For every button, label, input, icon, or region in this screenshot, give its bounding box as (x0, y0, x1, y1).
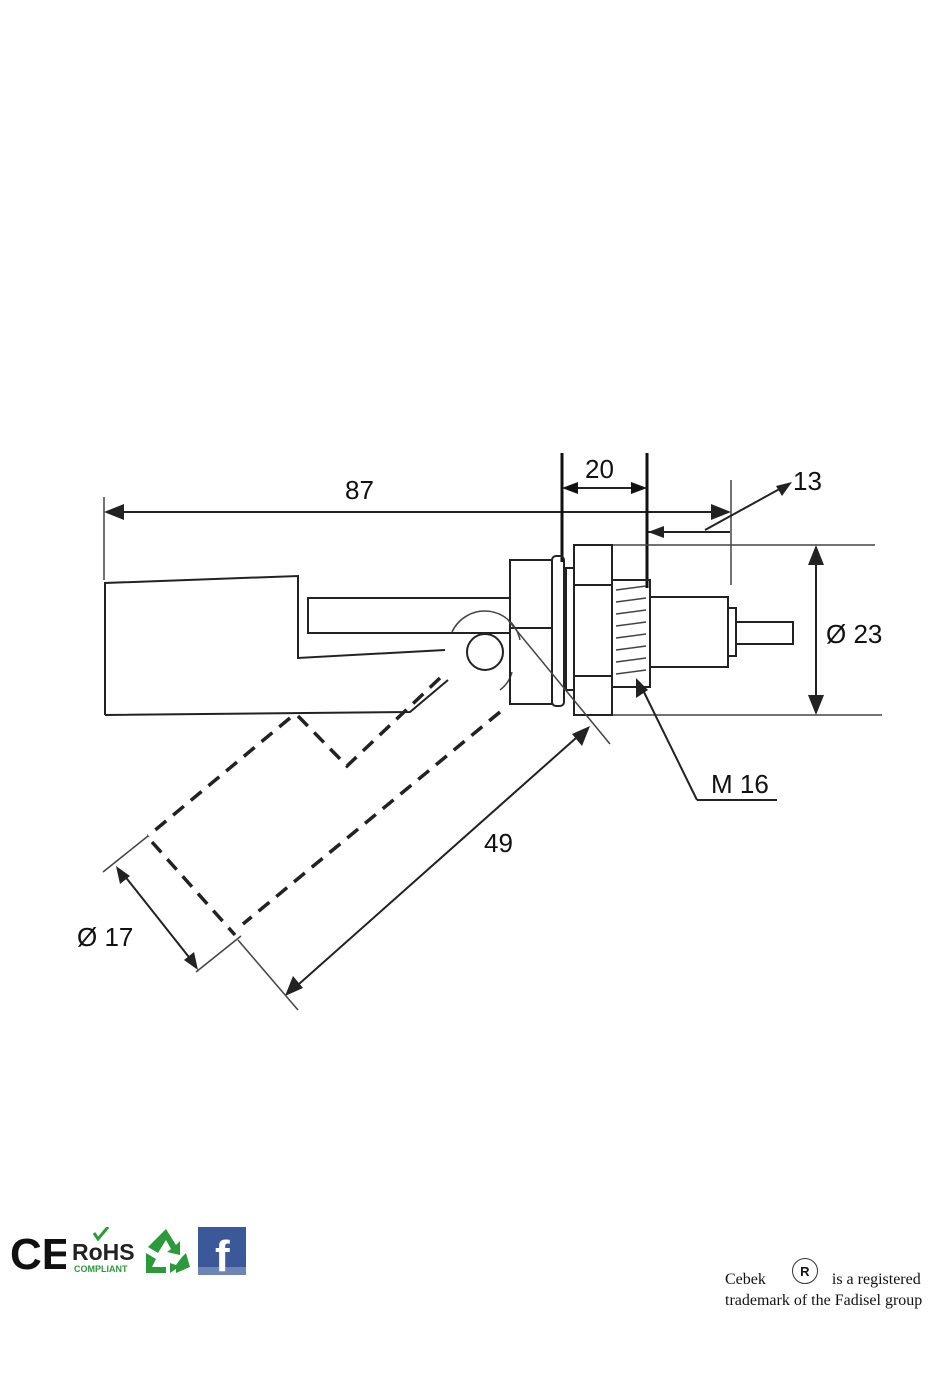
dimension-13-label: 13 (793, 466, 822, 496)
dimension-20-label: 20 (585, 454, 614, 484)
dimension-diameter-17-label: Ø 17 (77, 922, 133, 952)
dimension-diameter-17: Ø 17 (77, 836, 241, 972)
svg-text:CE: CE (10, 1230, 66, 1275)
trademark-note: Cebek R is a registered trademark of the… (725, 1258, 950, 1311)
trademark-line1: is a registered (832, 1269, 921, 1290)
rohs-compliant-icon: RoHS COMPLIANT (72, 1227, 134, 1275)
dimension-13: 13 (648, 466, 822, 538)
float-body (105, 576, 520, 715)
dimension-m16-label: M 16 (711, 769, 769, 799)
brand-name: Cebek (725, 1269, 766, 1290)
dimension-49: 49 (238, 726, 590, 1010)
facebook-icon[interactable]: f (198, 1227, 246, 1275)
trademark-line2: trademark of the Fadisel group (725, 1290, 950, 1311)
dimension-m16: M 16 (636, 678, 777, 800)
certification-logos: CE RoHS COMPLIANT f (10, 1224, 246, 1278)
svg-text:RoHS: RoHS (72, 1239, 134, 1265)
svg-text:COMPLIANT: COMPLIANT (74, 1264, 128, 1274)
recycle-icon (140, 1227, 192, 1275)
float-swung-position (148, 678, 500, 935)
dimension-87-label: 87 (345, 475, 374, 505)
mount-body (508, 545, 793, 744)
dimension-diameter-23: Ø 23 (612, 545, 882, 715)
registered-icon: R (792, 1258, 818, 1284)
dimension-diameter-23-label: Ø 23 (826, 619, 882, 649)
dimension-49-label: 49 (484, 828, 513, 858)
svg-text:f: f (215, 1232, 230, 1275)
ce-mark-icon: CE (10, 1227, 66, 1275)
